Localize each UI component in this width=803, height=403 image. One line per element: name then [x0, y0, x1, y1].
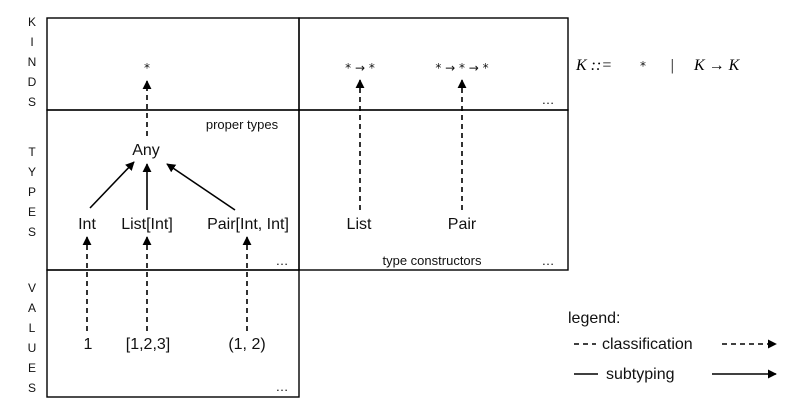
grammar-lhs: K ::=: [575, 57, 612, 74]
kind-grammar: K ::= * | K → K: [575, 57, 741, 74]
value-list-123: [1,2,3]: [126, 336, 170, 353]
type-any: Any: [132, 142, 160, 159]
side-letter: K: [28, 15, 36, 29]
proper-types-label: proper types: [206, 117, 279, 132]
side-letter: L: [29, 321, 36, 335]
grammar-star: *: [640, 59, 646, 73]
kinds-ellipsis: …: [542, 92, 555, 107]
types-ellipsis-left: …: [276, 253, 289, 268]
side-letter: V: [28, 281, 36, 295]
grid-boxes: [46, 17, 569, 398]
side-letter: P: [28, 185, 36, 199]
type-int: Int: [78, 216, 96, 233]
classification-arrows: [82, 79, 467, 331]
side-letter: S: [28, 225, 36, 239]
side-letter: I: [30, 35, 33, 49]
side-letter: S: [28, 381, 36, 395]
types-ellipsis-right: …: [542, 253, 555, 268]
type-constructor-pair: Pair: [448, 216, 477, 233]
side-letter: S: [28, 95, 36, 109]
kind-binary-arrow: * → * → *: [435, 61, 488, 75]
side-label-types: T Y P E S: [28, 145, 36, 239]
side-letter: T: [28, 145, 36, 159]
subtyping-arrow-pair-any: [166, 163, 236, 211]
side-letter: N: [28, 55, 37, 69]
type-constructor-list: List: [347, 216, 372, 233]
kind-proper-star: *: [144, 61, 150, 75]
legend-title: legend:: [568, 310, 621, 327]
kinds-proper-cell: [46, 17, 300, 111]
type-list-int: List[Int]: [121, 216, 173, 233]
side-letter: A: [28, 301, 36, 315]
subtyping-arrows: [89, 161, 236, 211]
side-letter: E: [28, 205, 36, 219]
kind-unary-arrow: * → *: [345, 61, 375, 75]
side-letter: U: [28, 341, 37, 355]
types-constructor-cell: [298, 109, 569, 271]
side-letter: Y: [28, 165, 36, 179]
type-constructors-label: type constructors: [383, 253, 482, 268]
values-cell: [46, 269, 300, 398]
value-one: 1: [84, 336, 93, 353]
grammar-bar: |: [670, 57, 674, 74]
subtyping-arrow-int-any: [89, 161, 135, 209]
kinds-constructor-cell: [298, 17, 569, 111]
values-ellipsis: …: [276, 379, 289, 394]
legend: legend: classification subtyping: [568, 310, 777, 383]
grammar-rhs: K → K: [693, 57, 741, 74]
legend-classification: classification: [602, 336, 693, 353]
types-proper-cell: [46, 109, 300, 271]
side-label-values: V A L U E S: [28, 281, 37, 395]
type-pair-int-int: Pair[Int, Int]: [207, 216, 289, 233]
side-letter: E: [28, 361, 36, 375]
side-letter: D: [28, 75, 37, 89]
value-pair-12: (1, 2): [228, 336, 265, 353]
side-label-kinds: K I N D S: [28, 15, 37, 109]
legend-subtyping: subtyping: [606, 366, 675, 383]
